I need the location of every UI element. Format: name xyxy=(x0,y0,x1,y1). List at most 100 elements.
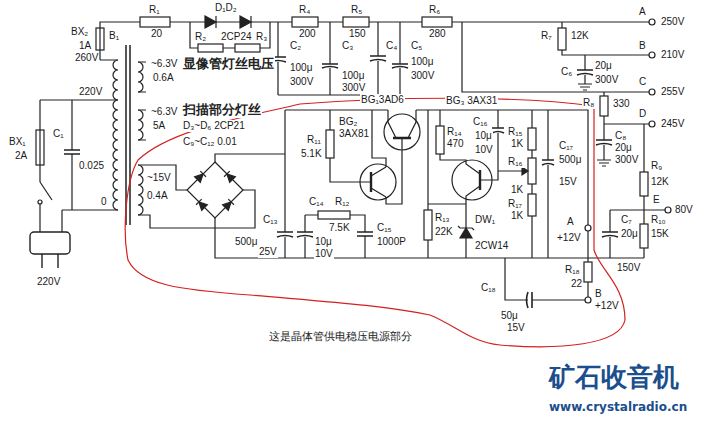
resistor-symbol xyxy=(422,17,452,27)
resistor-symbol xyxy=(528,128,536,150)
part-label: BX₂ xyxy=(70,26,89,38)
wire xyxy=(547,110,548,258)
part-label: 300V xyxy=(341,82,366,94)
part-label: E xyxy=(652,194,661,206)
bridge-rectifier xyxy=(187,162,243,218)
diode-symbol xyxy=(205,16,216,28)
resistor-symbol xyxy=(318,211,350,219)
highlight-outline xyxy=(125,98,625,347)
part-label: R₁₇ xyxy=(507,198,523,210)
watermark: www.crystalradio.cn xyxy=(548,400,688,414)
part-label: R₇ xyxy=(540,30,553,42)
part-label: C₁₈ xyxy=(480,282,497,294)
part-label: 15K xyxy=(650,228,670,240)
part-label: 1K xyxy=(510,210,524,222)
part-label: D₁D₂ xyxy=(214,2,238,14)
transformer-symbol xyxy=(138,110,143,140)
part-label: ~6.3V xyxy=(150,106,178,118)
part-label: 1A xyxy=(78,40,92,52)
part-label: 280 xyxy=(428,28,447,40)
part-label: C₅ xyxy=(410,40,423,52)
fuse-symbol xyxy=(36,28,104,165)
part-label: R₁₄ xyxy=(446,126,463,138)
capacitor-symbol xyxy=(492,128,504,133)
part-label: 5A xyxy=(152,120,166,132)
part-label: 220V xyxy=(78,86,103,98)
part-label: 500μ xyxy=(234,236,258,248)
transformer-symbol xyxy=(138,62,143,92)
part-label: B₁ xyxy=(108,30,120,42)
part-label: C xyxy=(638,76,647,88)
wire xyxy=(330,110,386,182)
part-label: 200 xyxy=(298,28,317,40)
part-label: BG₃ 3AX31 xyxy=(445,95,498,107)
part-label: 330 xyxy=(612,98,631,110)
capacitor-symbol xyxy=(277,232,293,237)
resistor-symbol xyxy=(292,17,318,27)
mains-plug xyxy=(30,232,70,254)
part-label: R₉ xyxy=(650,160,663,172)
part-label: 2CW14 xyxy=(474,240,509,252)
bridge-rectifier xyxy=(195,171,206,182)
part-label: C₃ xyxy=(341,40,354,52)
diode-symbol xyxy=(205,16,251,28)
wire xyxy=(371,167,386,197)
terminal xyxy=(522,167,528,175)
part-label: C₁₆ xyxy=(472,116,489,128)
part-label: D₃~D₆ 2CP21 xyxy=(182,120,246,132)
wire xyxy=(138,62,146,140)
highlight-outline xyxy=(125,98,625,347)
part-label: C₈ xyxy=(614,130,627,142)
resistor-symbol xyxy=(343,17,369,27)
part-label: 150 xyxy=(348,28,367,40)
part-label: R₂ xyxy=(194,31,207,43)
resistor-symbol xyxy=(640,224,648,248)
part-label: BX₁ xyxy=(8,136,27,148)
part-label: 10μ xyxy=(314,236,333,248)
part-label: ~6.3V xyxy=(150,58,178,70)
part-label: 100μ xyxy=(341,70,365,82)
part-label: B xyxy=(594,288,603,300)
part-label: 10V xyxy=(474,144,494,156)
part-label: 80V xyxy=(674,204,694,216)
part-label: D xyxy=(638,108,647,120)
zener-symbol xyxy=(458,226,474,230)
resistor-symbol xyxy=(198,44,223,52)
winding-note: 显像管灯丝电压 xyxy=(182,56,275,72)
part-label: B xyxy=(638,40,647,52)
bridge-rectifier xyxy=(224,171,235,182)
part-label: 300V xyxy=(614,154,639,166)
part-label: 3AX81 xyxy=(338,128,370,140)
resistor-symbol xyxy=(528,158,536,184)
part-label: +12V xyxy=(594,300,620,312)
caption: 这是晶体管供电稳压电源部分 xyxy=(268,330,413,343)
transistor-symbol xyxy=(452,160,492,200)
ground-symbol xyxy=(578,84,592,90)
part-label: R₁₅ xyxy=(507,126,524,138)
capacitor-symbol xyxy=(297,232,313,237)
wire xyxy=(40,100,62,232)
bridge-rectifier xyxy=(187,162,243,218)
part-label: 15V xyxy=(558,176,578,188)
part-label: 15V xyxy=(506,322,526,334)
part-label: 0.4A xyxy=(146,190,169,202)
part-label: 10μ xyxy=(474,130,493,142)
part-label: 300V xyxy=(410,70,435,82)
part-label: 500μ xyxy=(558,154,582,166)
capacitor-symbol xyxy=(596,140,612,145)
part-label: 20μ xyxy=(614,142,633,154)
part-label: 220V xyxy=(36,276,61,288)
part-label: 7.5K xyxy=(328,222,351,234)
part-label: R₅ xyxy=(350,4,363,16)
part-label: 245V xyxy=(660,118,685,130)
part-label: 12K xyxy=(570,30,590,42)
wire xyxy=(100,22,649,60)
capacitor-symbol xyxy=(370,56,386,61)
terminal xyxy=(649,19,655,25)
wire xyxy=(462,22,649,92)
terminal xyxy=(649,89,655,95)
resistor-symbol xyxy=(140,17,170,27)
resistor-symbol xyxy=(558,28,566,50)
wire xyxy=(215,154,644,258)
mains-plug xyxy=(42,254,58,268)
